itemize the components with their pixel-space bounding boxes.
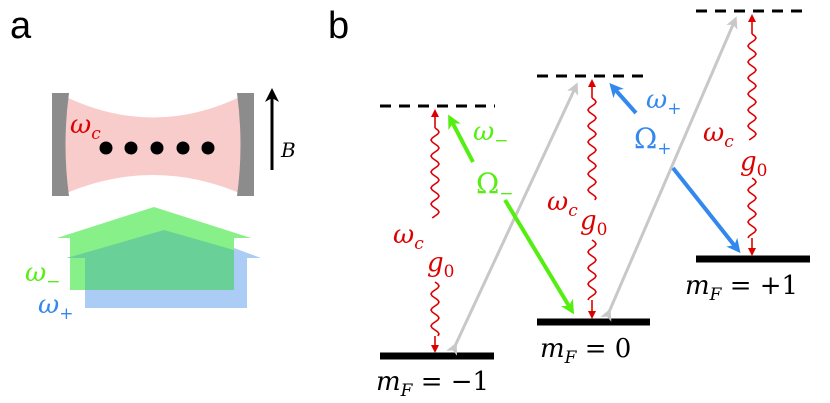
atom [150, 141, 164, 155]
rabi-minus-label: Ω− [476, 167, 513, 204]
atom [201, 141, 215, 155]
level-label-mf-plus1: mF = +1 [685, 271, 798, 305]
beam-overlap [67, 230, 234, 290]
cavity-coupling-wave [430, 281, 440, 337]
beam-plus-label: ω+ [38, 290, 73, 324]
cavity-coupling-wave [430, 127, 440, 219]
cavity-coupling-wave [747, 33, 757, 141]
atom [124, 141, 138, 155]
cavity-coupling-wave [587, 97, 597, 201]
cavity-coupling-wave [587, 239, 597, 301]
g0-label-left: g0 [427, 248, 454, 282]
right-mirror [237, 93, 254, 196]
omega-c-label-left: ωc [393, 220, 424, 254]
beam-minus-label: ω− [25, 258, 60, 292]
g0-label-right: g0 [740, 147, 767, 181]
omega-c-label-mid: ωc [547, 187, 578, 221]
rabi-plus-label: Ω+ [634, 122, 671, 159]
omega-minus-label: ω− [473, 117, 508, 151]
omega-c-label-right: ωc [703, 118, 734, 152]
atom [176, 141, 190, 155]
blue-drive-arrow-upper [609, 83, 638, 115]
green-drive-arrow-upper [448, 114, 475, 163]
cavity-coupling-wave [747, 177, 757, 239]
magnetic-field-label: B [280, 138, 296, 162]
omega-plus-label: ω+ [646, 85, 681, 119]
g0-label-mid: g0 [580, 206, 607, 240]
atom [99, 141, 113, 155]
panel-a-label: a [10, 5, 32, 47]
blue-drive-arrow-lower [671, 166, 741, 254]
left-mirror [52, 93, 69, 196]
atom-chain [99, 141, 215, 155]
cavity-frequency-label: ωc [70, 110, 101, 144]
level-label-mf-minus1: mF = −1 [376, 367, 489, 401]
gray-transition-right [600, 16, 738, 322]
level-label-mf-0: mF = 0 [540, 334, 631, 368]
cavity-couplings [430, 14, 757, 353]
green-drive-arrow-lower [503, 198, 575, 315]
panel-b-label: b [328, 5, 349, 47]
